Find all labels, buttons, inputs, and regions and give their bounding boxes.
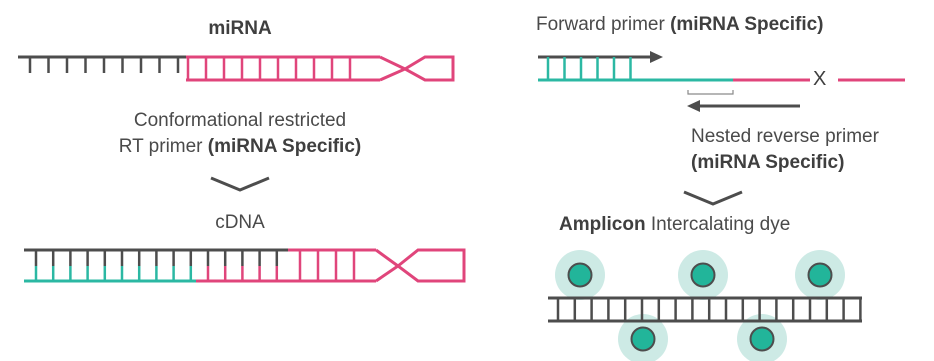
reverse-primer-line1: Nested reverse primer xyxy=(691,126,879,147)
mismatch-mark: X xyxy=(813,68,827,90)
dye-core xyxy=(567,262,593,288)
forward-primer-label: Forward primer (miRNA Specific) xyxy=(536,14,824,36)
dye-core xyxy=(807,262,833,288)
reverse-primer-line2: (miRNA Specific) xyxy=(691,152,845,173)
amplicon-bold: Amplicon xyxy=(559,214,646,235)
forward-primer-plain: Forward primer xyxy=(536,14,671,35)
hairpin-loop xyxy=(375,248,466,283)
amplicon-structure xyxy=(548,250,862,361)
chevron-down-icon xyxy=(683,190,743,206)
cdna-title: cDNA xyxy=(215,212,265,233)
amplicon-label: Amplicon Intercalating dye xyxy=(559,214,790,236)
dye-core xyxy=(749,326,775,352)
mirna-title: miRNA xyxy=(208,18,272,39)
cdna-structure xyxy=(24,248,466,283)
forward-primer-bold: (miRNA Specific) xyxy=(670,14,824,35)
chevron-down-icon xyxy=(210,176,270,192)
rt-primer-line1: Conformational restricted xyxy=(133,110,347,131)
rt-primer-bold: (miRNA Specific) xyxy=(207,136,362,157)
hairpin-loop xyxy=(379,55,455,82)
arrow-head-icon xyxy=(687,100,700,112)
dye-core xyxy=(630,326,656,352)
forward-primer-scheme xyxy=(538,51,905,112)
bracket-mark xyxy=(687,90,734,95)
dye-core xyxy=(690,262,716,288)
arrow-head-icon xyxy=(650,51,663,63)
rt-primer-line2: RT primer (miRNA Specific) xyxy=(119,136,361,158)
mirna-structure xyxy=(18,55,455,82)
amplicon-plain: Intercalating dye xyxy=(645,214,791,235)
rt-primer-plain: RT primer xyxy=(118,136,208,157)
